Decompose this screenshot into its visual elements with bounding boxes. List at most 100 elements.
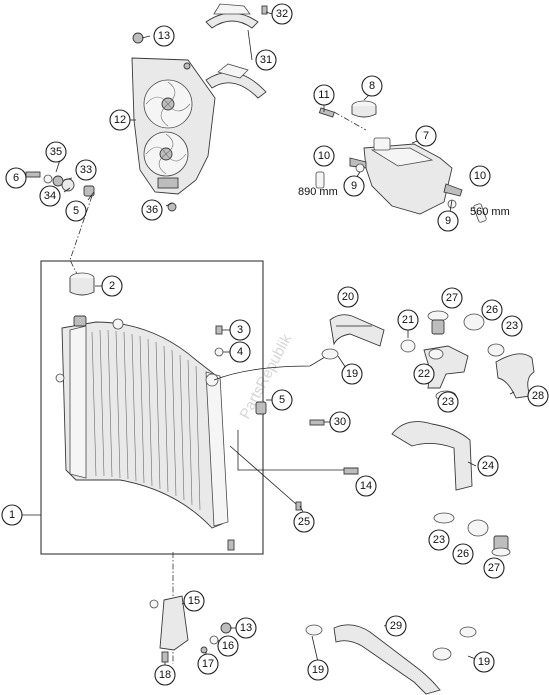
nut-13-upper-part bbox=[132, 32, 144, 44]
callout-circle bbox=[477, 455, 499, 477]
callout-number: 16 bbox=[222, 640, 234, 652]
callout-number: 29 bbox=[390, 620, 402, 632]
bracket-15-part bbox=[159, 595, 189, 651]
hose-28-part bbox=[495, 353, 535, 399]
callout-circle bbox=[469, 165, 491, 187]
callout-circle bbox=[101, 275, 123, 297]
callout-c9b: 9 bbox=[437, 210, 459, 232]
screw-3-part bbox=[215, 325, 223, 335]
callout-c18: 18 bbox=[154, 664, 176, 686]
gasket-26-upper-part bbox=[463, 313, 485, 331]
sensor-14-part bbox=[343, 467, 359, 475]
callout-number: 19 bbox=[346, 368, 358, 380]
callout-circle bbox=[415, 125, 437, 147]
clamp-9-left-part bbox=[355, 163, 365, 173]
callout-circle bbox=[5, 167, 27, 189]
callout-group: 1234556789910101112131314151617181919192… bbox=[1, 3, 549, 686]
callout-c2: 2 bbox=[101, 275, 123, 297]
hose-length-560: 560 mm bbox=[470, 206, 510, 218]
callout-circle bbox=[527, 385, 549, 407]
screw-25-part bbox=[295, 501, 302, 511]
callout-c27b: 27 bbox=[483, 557, 505, 579]
hose-560-part bbox=[473, 203, 487, 223]
callout-c27a: 27 bbox=[441, 287, 463, 309]
callout-c17: 17 bbox=[197, 653, 219, 675]
clamp-19-lower-right-part bbox=[459, 626, 477, 638]
callout-circle bbox=[75, 159, 97, 181]
hose-890-part bbox=[315, 171, 325, 189]
hose-29-part bbox=[333, 624, 441, 695]
callout-c19b: 19 bbox=[307, 659, 329, 681]
callout-circle bbox=[385, 615, 407, 637]
fan-cover-lower bbox=[205, 63, 267, 99]
callout-circle bbox=[153, 25, 175, 47]
callout-c10a: 10 bbox=[313, 145, 335, 167]
callout-circle bbox=[255, 49, 277, 71]
fan-cover-upper bbox=[205, 3, 259, 29]
callout-c13b: 13 bbox=[235, 617, 257, 639]
hose-24-part bbox=[391, 421, 473, 491]
callout-c11: 11 bbox=[313, 84, 335, 106]
callout-circle bbox=[39, 185, 61, 207]
fitting-27-lower bbox=[491, 535, 511, 557]
callout-c23b: 23 bbox=[437, 391, 459, 413]
callout-c6: 6 bbox=[5, 167, 27, 189]
callout-c5a: 5 bbox=[65, 200, 87, 222]
washer-bracket-part bbox=[149, 599, 159, 609]
washer-4-part bbox=[214, 347, 224, 357]
callout-number: 14 bbox=[360, 480, 372, 492]
callout-number: 23 bbox=[442, 396, 454, 408]
gasket-26-lower-part bbox=[467, 519, 489, 537]
mount-hardware-left bbox=[25, 171, 95, 197]
callout-number: 27 bbox=[488, 562, 500, 574]
hose-29-end-part bbox=[432, 647, 452, 661]
callout-circle bbox=[341, 363, 363, 385]
fitting-27-upper bbox=[427, 310, 449, 335]
callout-c30: 30 bbox=[329, 411, 351, 433]
callout-circle bbox=[109, 109, 131, 131]
o-ring-21-part bbox=[400, 339, 416, 353]
radiator bbox=[55, 315, 229, 529]
callout-number: 25 bbox=[298, 516, 310, 528]
callout-circle bbox=[428, 529, 450, 551]
callout-number: 34 bbox=[44, 190, 56, 202]
hose-20-part bbox=[329, 314, 385, 347]
callout-c29: 29 bbox=[385, 615, 407, 637]
callout-c33: 33 bbox=[75, 159, 97, 181]
callout-circle bbox=[483, 557, 505, 579]
callout-number: 2 bbox=[109, 280, 115, 292]
callout-number: 23 bbox=[433, 534, 445, 546]
callout-c20: 20 bbox=[337, 286, 359, 308]
callout-number: 28 bbox=[532, 390, 544, 402]
callout-c23a: 23 bbox=[501, 315, 523, 337]
callout-c26b: 26 bbox=[452, 543, 474, 565]
callout-number: 35 bbox=[50, 146, 62, 158]
callout-circle bbox=[141, 199, 163, 221]
callout-number: 10 bbox=[474, 170, 486, 182]
callout-c25: 25 bbox=[293, 511, 315, 533]
callout-circle bbox=[271, 389, 293, 411]
callout-number: 21 bbox=[402, 314, 414, 326]
callout-c4: 4 bbox=[229, 341, 251, 363]
callout-circle bbox=[313, 84, 335, 106]
callout-circle bbox=[183, 590, 205, 612]
bolt-18-part bbox=[161, 651, 169, 663]
callout-circle bbox=[229, 341, 251, 363]
callout-circle bbox=[154, 664, 176, 686]
callout-circle bbox=[437, 210, 459, 232]
callout-circle bbox=[361, 75, 383, 97]
callout-number: 12 bbox=[114, 114, 126, 126]
callout-c8: 8 bbox=[361, 75, 383, 97]
callout-number: 19 bbox=[478, 656, 490, 668]
callout-c10b: 10 bbox=[469, 165, 491, 187]
expansion-tank bbox=[349, 137, 463, 215]
callout-number: 5 bbox=[279, 394, 285, 406]
callout-number: 9 bbox=[351, 180, 357, 192]
callout-number: 20 bbox=[342, 291, 354, 303]
bolt-11-part bbox=[318, 107, 335, 118]
clamp-23-lower-part bbox=[433, 512, 455, 524]
callout-number: 15 bbox=[188, 595, 200, 607]
callout-number: 26 bbox=[486, 304, 498, 316]
callout-number: 8 bbox=[369, 80, 375, 92]
